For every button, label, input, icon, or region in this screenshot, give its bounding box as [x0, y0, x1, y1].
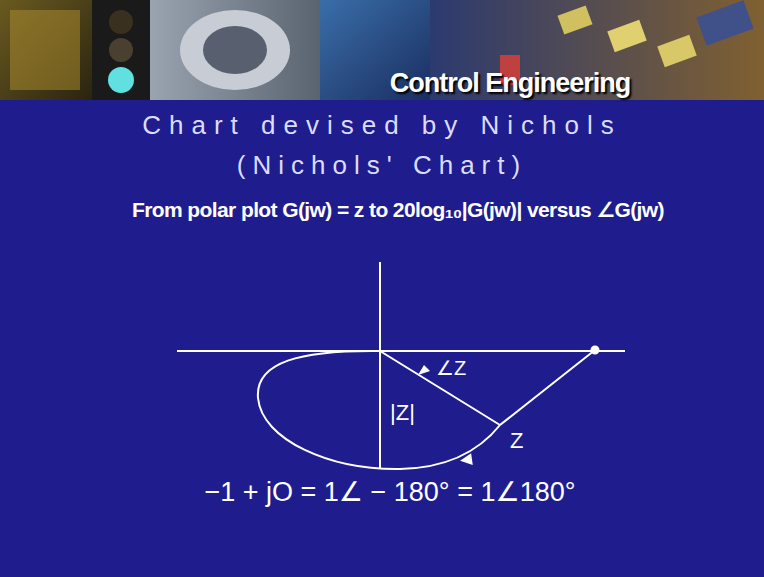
point-label: Z — [510, 428, 523, 454]
vector-z — [380, 351, 500, 425]
end-dot — [592, 347, 599, 354]
magnitude-label: |Z| — [390, 400, 415, 426]
polar-plot — [177, 262, 625, 469]
slide-subtitle: (Nichols' Chart) — [237, 150, 527, 181]
real-axis — [177, 350, 625, 352]
slide-formula: From polar plot G(jw) = z to 20log₁₀|G(j… — [132, 198, 664, 222]
banner-collage — [0, 0, 764, 100]
angle-label: ∠Z — [436, 356, 466, 380]
polar-curve — [258, 350, 595, 469]
vector-arrowhead — [418, 365, 430, 375]
slide-title: Chart devised by Nichols — [142, 110, 622, 141]
critical-point-equation: −1 + jO = 1∠ − 180° = 1∠180° — [205, 476, 576, 508]
banner-title: Control Engineering — [390, 68, 631, 99]
imaginary-axis — [379, 262, 381, 468]
curve-arrowhead — [459, 453, 473, 467]
